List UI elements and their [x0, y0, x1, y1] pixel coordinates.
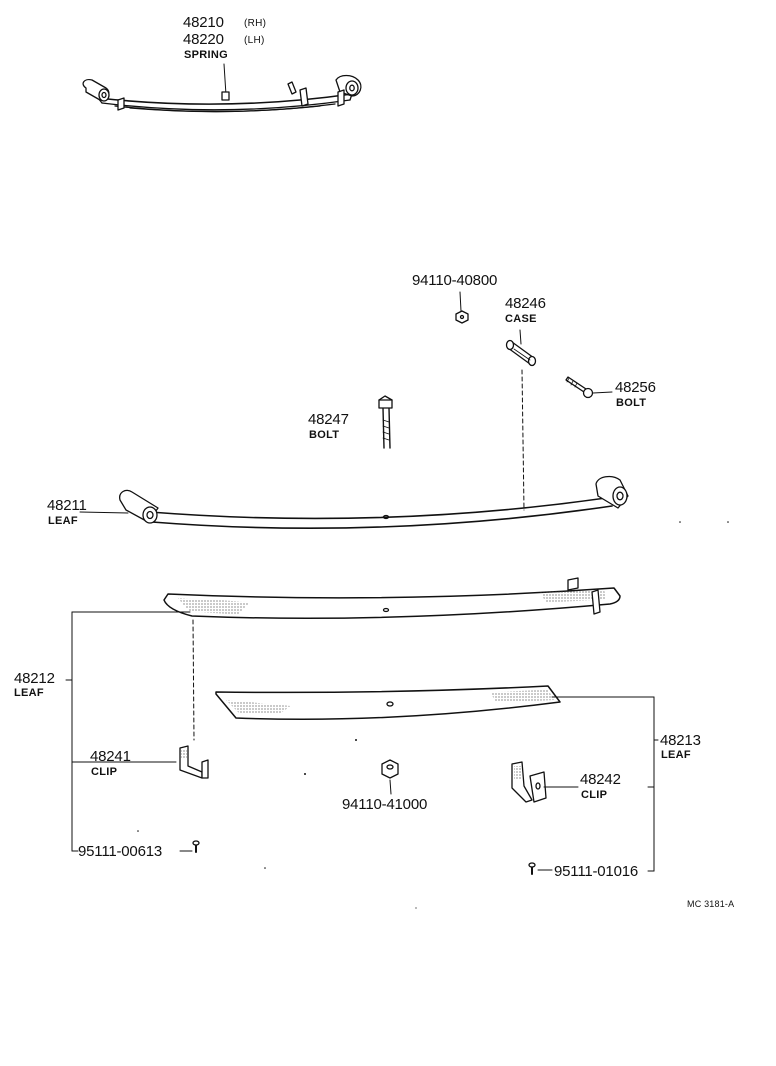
leaf-48212-part-number: 48212 — [14, 670, 55, 687]
rivet-right-part-number: 95111-01016 — [554, 863, 638, 880]
spring-name: SPRING — [184, 49, 228, 61]
nut-bottom-part-number: 94110-41000 — [342, 796, 428, 813]
leaf-48212[interactable] — [163, 577, 621, 741]
clip-48242-name: CLIP — [581, 789, 608, 801]
nut-top-part-number: 94110-40800 — [412, 272, 498, 289]
bolt-48247-part-number: 48247 — [308, 411, 349, 428]
leaf-48213-name: LEAF — [661, 749, 691, 761]
spring-rh-side: (RH) — [244, 18, 267, 29]
spring-lh-part-number: 48220 — [183, 31, 224, 48]
rivet-95111-01016[interactable] — [528, 862, 553, 875]
spring-lh-side: (LH) — [244, 35, 265, 46]
spring-rh-part-number: 48210 — [183, 14, 224, 31]
leaf-48211-part-number: 48211 — [47, 497, 87, 514]
clip-48242-part-number: 48242 — [580, 771, 621, 788]
leaf-48213-part-number: 48213 — [660, 732, 701, 749]
bolt-48256-part-number: 48256 — [615, 379, 656, 396]
bolt-48247-name: BOLT — [309, 429, 340, 441]
case-part-number: 48246 — [505, 295, 546, 312]
bolt-48247[interactable] — [378, 395, 393, 449]
clip-48241-name: CLIP — [91, 766, 118, 778]
case-48246[interactable] — [505, 329, 537, 511]
leader-lines — [65, 611, 659, 872]
scan-specks — [137, 521, 729, 909]
diagram-code: MC 3181-A — [687, 899, 735, 909]
nut-94110-41000[interactable] — [381, 759, 399, 795]
spring-assembly[interactable] — [82, 63, 362, 113]
leaf-48212-name: LEAF — [14, 687, 44, 699]
nut-94110-40800[interactable] — [455, 291, 469, 324]
case-name: CASE — [505, 313, 537, 325]
bolt-48256-name: BOLT — [616, 397, 647, 409]
leaf-48211-name: LEAF — [48, 515, 78, 527]
clip-48241-part-number: 48241 — [90, 748, 131, 765]
leaf-48211[interactable] — [79, 475, 629, 530]
bolt-48256[interactable] — [565, 376, 613, 399]
clip-48242[interactable] — [511, 761, 547, 803]
rivet-95111-00613[interactable] — [179, 840, 200, 853]
clip-48241[interactable] — [179, 745, 209, 779]
leaf-48213[interactable] — [215, 685, 561, 721]
rivet-left-part-number: 95111-00613 — [78, 843, 162, 860]
